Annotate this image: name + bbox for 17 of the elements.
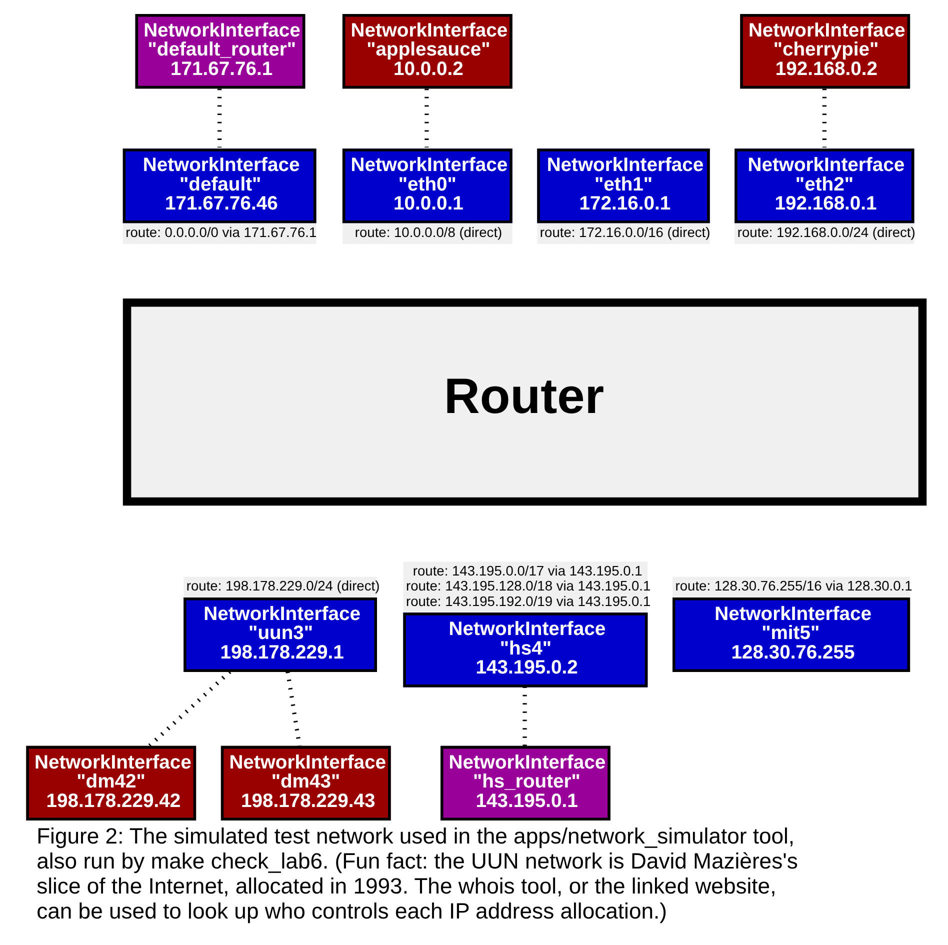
node-label: route: 0.0.0.0/0 via 171.67.76.1 (126, 225, 317, 240)
node-box: Router (122, 298, 927, 506)
connector (286, 671, 302, 746)
node-label: route: 198.178.229.0/24 (direct) (186, 578, 380, 594)
connector (217, 88, 222, 148)
node-label: route: 10.0.0.0/8 (direct) (354, 225, 502, 240)
connector (148, 670, 232, 748)
connector (822, 88, 826, 148)
node-label: route: 172.16.0.0/16 (direct) (540, 225, 710, 240)
node-label: route: 143.195.0.0/17 via 143.195.0.1 (412, 563, 642, 578)
node-label: route: 143.195.128.0/18 via 143.195.0.1 (406, 578, 651, 594)
node-label: route: 143.195.192.0/19 via 143.195.0.1 (406, 594, 651, 609)
connector (522, 686, 527, 746)
node-label: route: 128.30.76.255/16 via 128.30.0.1 (675, 578, 912, 594)
connector (424, 88, 429, 148)
caption: Figure 2: The simulated test network used in the apps/network_simulator tool, also run by make check_lab6. (Fun fact: the UUN network is David Mazières's slice of the Internet, allocated in 1993. The whois tool, or the linked website, can be used to look up who controls each IP address allocation.) (36, 824, 798, 924)
node-label: route: 192.168.0.0/24 (direct) (737, 225, 916, 240)
